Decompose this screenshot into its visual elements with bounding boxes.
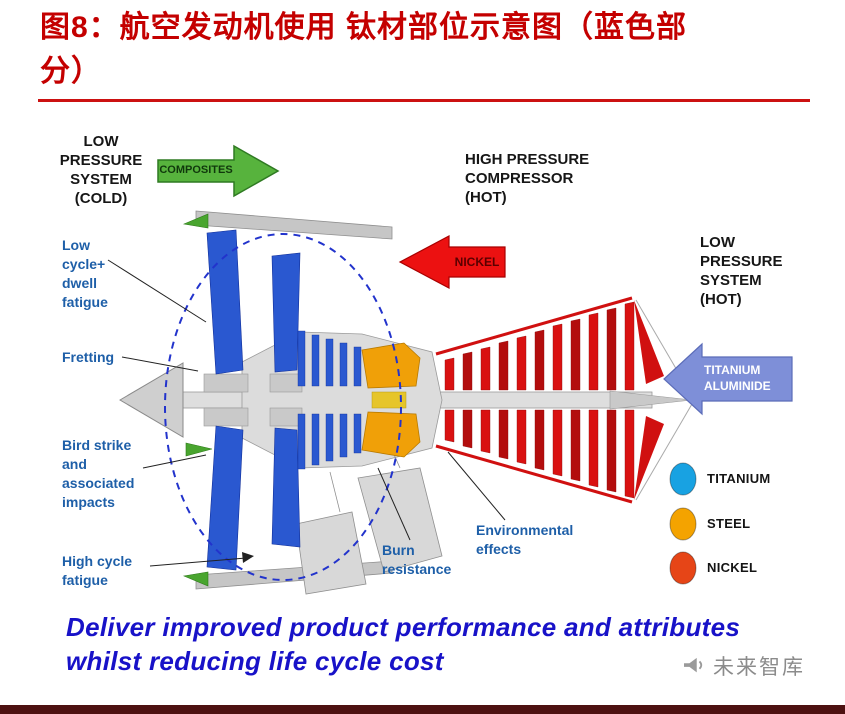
titanium-aluminide-arrow: [663, 342, 793, 416]
watermark-text: 未来智库: [713, 656, 805, 679]
callout-fretting: Fretting: [62, 349, 115, 365]
callout-burn-resistance: Burn resistance: [382, 542, 452, 577]
legend-dot-titanium: [669, 462, 697, 496]
tagline: Deliver improved product performance and…: [66, 612, 741, 677]
bottom-bar: [0, 705, 845, 714]
legend-dot-nickel: [669, 551, 697, 585]
composites-arrow: [157, 144, 280, 198]
callout-low-cycle-fatigue: Low cycle+ dwell fatigue: [62, 237, 108, 310]
megaphone-icon: [684, 657, 703, 673]
combustor: [361, 342, 421, 458]
label-high-pressure-compressor: HIGH PRESSURE COMPRESSOR (HOT): [465, 151, 590, 207]
turbine-shroud: [435, 296, 633, 504]
label-low-pressure-cold: LOW PRESSURE SYSTEM (COLD): [59, 133, 143, 208]
composite-accents: [182, 213, 213, 587]
page-title: 图8：航空发动机使用 钛材部位示意图（蓝色部 分）: [40, 11, 688, 88]
legend-label-steel: STEEL: [707, 516, 751, 531]
legend-dots: [669, 462, 697, 585]
label-low-pressure-hot: LOW PRESSURE SYSTEM (HOT): [700, 234, 783, 309]
titanium-region-ellipse: [164, 233, 402, 581]
legend-dot-steel: [669, 507, 697, 541]
legend-label-nickel: NICKEL: [707, 560, 758, 575]
compressor-blades: [297, 330, 362, 470]
callout-high-cycle-fatigue: High cycle fatigue: [62, 553, 133, 588]
legend-label-titanium: TITANIUM: [707, 471, 771, 486]
fan-blades: [206, 229, 301, 571]
titanium-aluminide-arrow-label: TITANIUM ALUMINIDE: [704, 363, 771, 394]
callout-environmental-effects: Environmental effects: [476, 522, 574, 557]
callout-bird-strike: Bird strike and associated impacts: [62, 437, 135, 510]
title-divider: [38, 99, 810, 102]
composites-arrow-label: COMPOSITES: [159, 164, 233, 176]
turbine-blades: [444, 301, 635, 499]
callout-leader-lines: [107, 259, 506, 567]
watermark: 未来智库: [682, 651, 805, 681]
nickel-arrow: [398, 235, 506, 289]
nickel-arrow-label: NICKEL: [454, 255, 500, 269]
engine-spinner-cone: [119, 362, 184, 438]
fan-hub-disks: [203, 373, 303, 427]
